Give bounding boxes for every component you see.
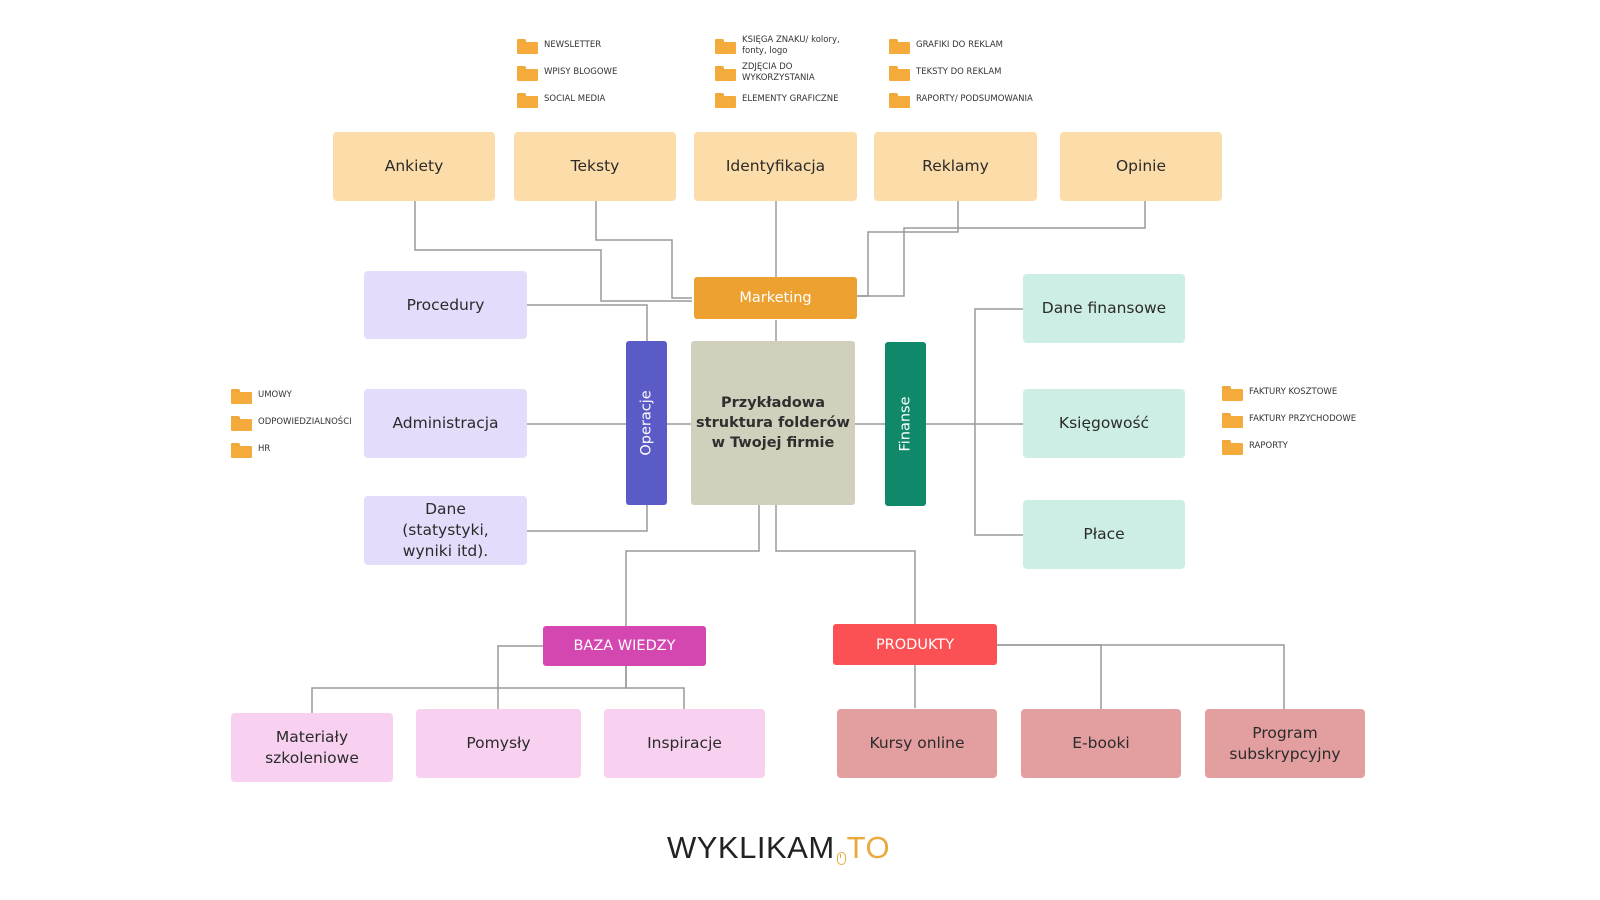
node-label: Teksty (570, 157, 620, 176)
node-materialy-szkoleniowe[interactable]: Materiały szkoleniowe (231, 713, 393, 782)
folder-label: KSIĘGA ZNAKU/ kolory, fonty, logo (742, 35, 840, 56)
node-ankiety[interactable]: Ankiety (333, 132, 495, 201)
folder-label: TEKSTY DO REKLAM (916, 67, 1002, 77)
node-procedury[interactable]: Procedury (364, 271, 527, 339)
node-label: E-booki (1072, 734, 1130, 753)
operacje-hub-label: Operacje (638, 390, 655, 456)
marketing-hub-label: Marketing (739, 290, 812, 306)
folder-icon (1222, 386, 1243, 401)
folder-label: RAPORTY (1249, 441, 1288, 451)
folder-icon (1222, 413, 1243, 428)
node-label: Program subskrypcyjny (1229, 723, 1341, 763)
node-ksiegowosc[interactable]: Księgowość (1023, 389, 1185, 458)
folder-icon (715, 66, 736, 81)
baza-wiedzy-hub[interactable]: BAZA WIEDZY (543, 626, 706, 666)
brand-logo: WYKLIKAM TO (667, 832, 890, 865)
node-label: Księgowość (1058, 414, 1150, 433)
folder-label: SOCIAL MEDIA (544, 94, 606, 104)
node-program-subskrypcyjny[interactable]: Program subskrypcyjny (1205, 709, 1365, 778)
center-line-3: w Twojej firmie (711, 435, 835, 452)
folder-icon (517, 66, 538, 81)
operacje-hub[interactable]: Operacje (626, 341, 667, 505)
node-label: Płace (1083, 525, 1125, 544)
center-line-1: Przykładowa (720, 394, 825, 411)
folder-icon (715, 93, 736, 108)
node-pomysly[interactable]: Pomysły (416, 709, 581, 778)
folder-icon (715, 39, 736, 54)
node-label: Dane finansowe (1041, 299, 1167, 318)
node-identyfikacja[interactable]: Identyfikacja (694, 132, 857, 201)
node-label: Procedury (406, 295, 485, 314)
folder-icon (231, 416, 252, 431)
logo-text-suffix: TO (846, 830, 891, 865)
folder-label: UMOWY (258, 390, 292, 400)
node-label: Dane (statystyki, wyniki itd). (402, 500, 489, 560)
folder-label: ELEMENTY GRAFICZNE (742, 94, 839, 104)
finanse-hub[interactable]: Finanse (885, 342, 926, 506)
baza-wiedzy-hub-label: BAZA WIEDZY (573, 638, 676, 654)
folder-label: GRAFIKI DO REKLAM (916, 40, 1004, 50)
folder-label: ODPOWIEDZIALNOŚCI (258, 417, 352, 427)
folder-label: ZDJĘCIA DO WYKORZYSTANIA (742, 62, 815, 83)
folder-icon (231, 443, 252, 458)
node-label: Kursy online (869, 734, 965, 753)
produkty-hub[interactable]: PRODUKTY (833, 624, 997, 665)
folder-icon (231, 389, 252, 404)
folder-label: WPISY BLOGOWE (544, 67, 618, 77)
folder-icon (889, 39, 910, 54)
node-reklamy[interactable]: Reklamy (874, 132, 1037, 201)
center-line-2: struktura folderów (696, 414, 850, 431)
node-dane-statystyki[interactable]: Dane (statystyki, wyniki itd). (364, 496, 527, 565)
marketing-hub[interactable]: Marketing (694, 277, 857, 319)
node-label: Reklamy (922, 157, 989, 176)
finanse-hub-label: Finanse (897, 396, 914, 452)
produkty-hub-label: PRODUKTY (875, 636, 955, 653)
node-place[interactable]: Płace (1023, 500, 1185, 569)
node-administracja[interactable]: Administracja (364, 389, 527, 458)
folder-icon (889, 66, 910, 81)
folder-label: FAKTURY KOSZTOWE (1249, 387, 1338, 397)
node-label: Pomysły (466, 734, 531, 753)
node-opinie[interactable]: Opinie (1060, 132, 1222, 201)
node-dane-finansowe[interactable]: Dane finansowe (1023, 274, 1185, 343)
node-e-booki[interactable]: E-booki (1021, 709, 1181, 778)
mouse-icon (836, 852, 846, 865)
folder-icon (517, 93, 538, 108)
folder-label: FAKTURY PRZYCHODOWE (1249, 414, 1357, 424)
folder-icon (889, 93, 910, 108)
folder-label: NEWSLETTER (544, 40, 602, 50)
node-kursy-online[interactable]: Kursy online (837, 709, 997, 778)
logo-text-main: WYKLIKAM (667, 830, 835, 865)
node-label: Materiały szkoleniowe (265, 727, 359, 767)
folder-icon (1222, 440, 1243, 455)
node-label: Administracja (392, 414, 499, 433)
folder-label: RAPORTY/ PODSUMOWANIA (916, 94, 1033, 104)
node-label: Inspiracje (647, 734, 722, 753)
node-label: Ankiety (384, 157, 444, 176)
node-teksty[interactable]: Teksty (514, 132, 676, 201)
center-node[interactable]: Przykładowa struktura folderów w Twojej … (691, 341, 855, 505)
node-label: Opinie (1115, 157, 1166, 176)
folder-icon (517, 39, 538, 54)
folder-label: HR (258, 444, 271, 454)
node-label: Identyfikacja (725, 157, 826, 176)
node-inspiracje[interactable]: Inspiracje (604, 709, 765, 778)
